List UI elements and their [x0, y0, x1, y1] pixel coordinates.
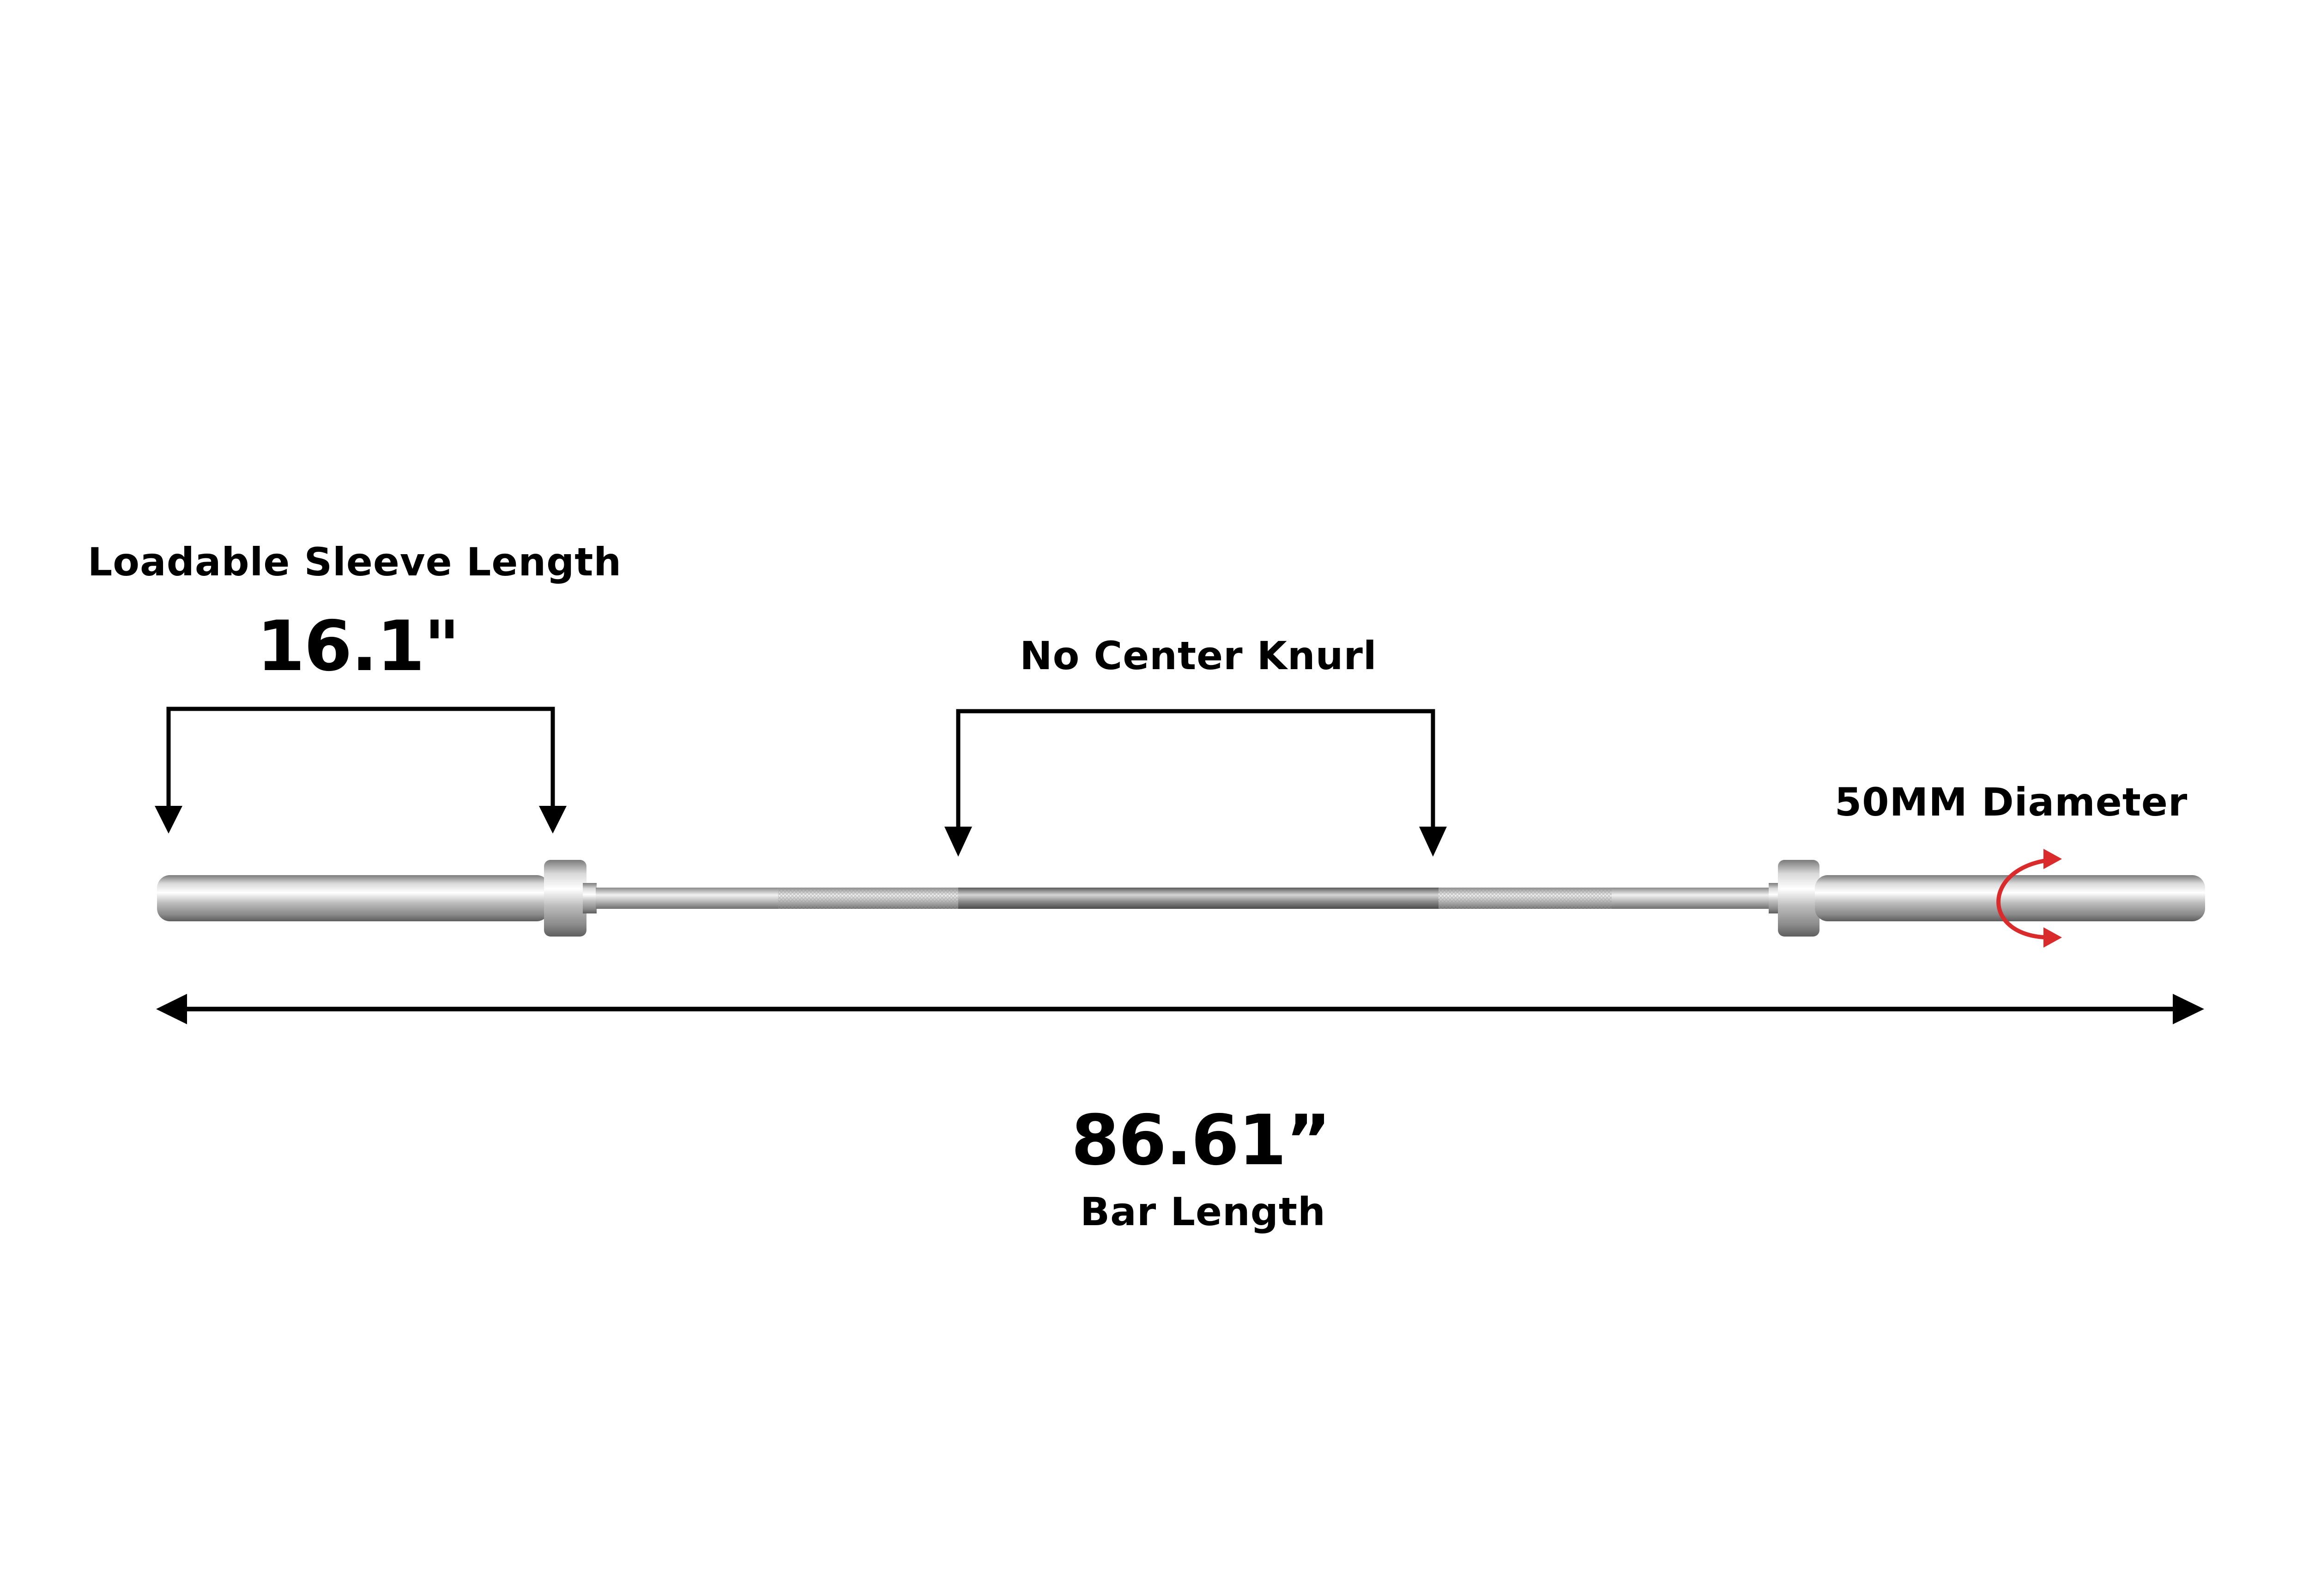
knurl-bracket	[944, 709, 1447, 857]
center-smooth-section	[958, 888, 1439, 909]
right-collar	[1778, 860, 1819, 937]
sleeve-length-value: 16.1"	[256, 606, 460, 687]
length-arrow-right	[2173, 994, 2204, 1024]
bar-length-line	[156, 994, 2204, 1024]
sleeve-arrow-left	[155, 806, 182, 834]
sleeve-length-label: Loadable Sleeve Length	[87, 539, 622, 585]
right-sleeve	[1815, 875, 2205, 921]
left-sleeve	[157, 875, 550, 921]
right-shaft-smooth	[1612, 888, 1785, 909]
left-collar-neck	[583, 883, 597, 913]
knurl-arrow-right	[1419, 827, 1447, 857]
barbell	[157, 860, 2205, 937]
bar-length-value: 86.61”	[1071, 1100, 1331, 1181]
left-collar	[544, 860, 586, 937]
knurl-arrow-left	[944, 827, 972, 857]
length-arrow-left	[156, 994, 187, 1024]
sleeve-bracket	[155, 707, 567, 834]
left-shaft-smooth	[596, 888, 778, 909]
diameter-label: 50MM Diameter	[1834, 780, 2188, 825]
center-knurl-label: No Center Knurl	[1020, 633, 1377, 678]
left-knurl-texture	[778, 888, 958, 909]
sleeve-arrow-right	[539, 806, 567, 834]
rotation-arrow-icon	[1996, 849, 2062, 948]
right-knurl-texture	[1439, 888, 1612, 909]
bar-length-label: Bar Length	[1080, 1189, 1326, 1234]
